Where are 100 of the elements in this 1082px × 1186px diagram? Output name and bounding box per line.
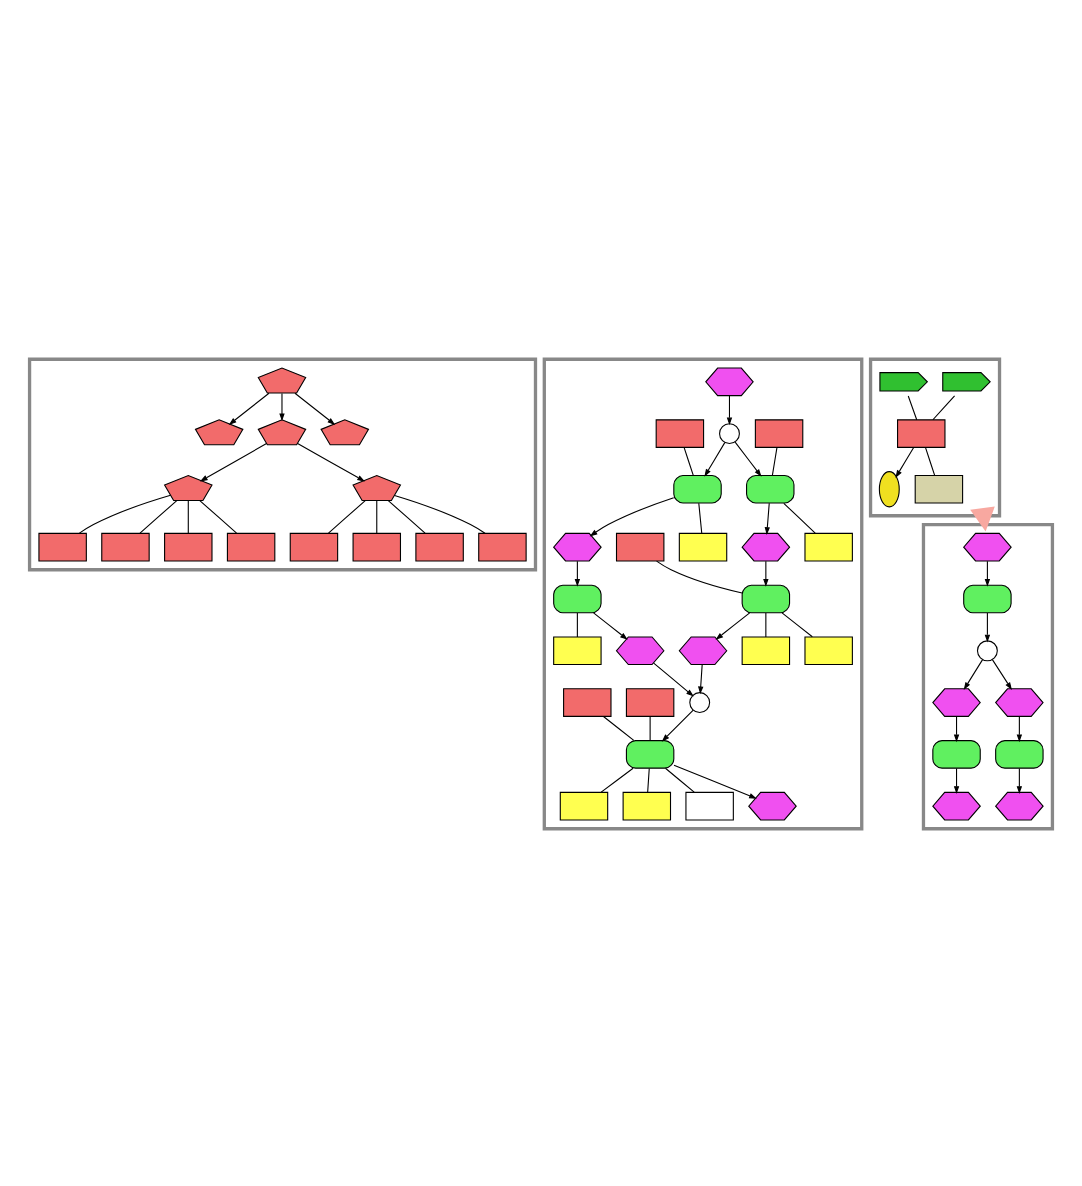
cluster (921, 521, 1055, 830)
node-circle (976, 639, 998, 661)
arrow (661, 708, 694, 741)
node-hexagon (994, 790, 1044, 820)
arrow (593, 611, 628, 639)
node-box (478, 531, 527, 561)
connector (907, 394, 918, 420)
node-box (226, 531, 276, 561)
node-box (559, 790, 609, 820)
arrow (963, 658, 984, 689)
cluster (542, 356, 864, 830)
node-box (754, 418, 804, 447)
node-box (741, 635, 791, 665)
node-box (622, 790, 672, 820)
arrow (589, 496, 675, 536)
connector (932, 394, 956, 420)
node-box (615, 531, 665, 561)
connector (78, 493, 172, 533)
node-box (553, 583, 602, 613)
node-box (678, 531, 728, 561)
node-box (164, 531, 213, 561)
arrow (970, 505, 995, 531)
node-box (101, 531, 150, 561)
connector (783, 501, 816, 533)
arrow (764, 501, 771, 534)
node-box (289, 531, 339, 561)
node-box (746, 473, 795, 503)
node-box (553, 635, 602, 665)
node-pentagon (257, 418, 307, 445)
arrow (279, 391, 285, 421)
connector (781, 611, 813, 637)
connector (576, 611, 578, 637)
node-box (914, 473, 964, 503)
node-hexagon (678, 635, 728, 665)
node-box (625, 687, 675, 716)
connector (600, 766, 634, 792)
node-hexagon (615, 635, 665, 665)
arrow (653, 661, 694, 696)
node-hexagon (994, 687, 1044, 716)
connector (376, 499, 378, 533)
node-box (625, 739, 675, 768)
arrow (673, 763, 757, 798)
arrow (704, 441, 726, 476)
node-box (897, 418, 946, 447)
node-hexagon (932, 687, 981, 716)
node-pentagon (257, 366, 307, 393)
cluster (27, 356, 538, 571)
connector (394, 493, 486, 533)
arrow (984, 559, 991, 586)
node-box (804, 531, 853, 561)
node-hexagon (705, 366, 754, 396)
node-chevron (942, 371, 991, 391)
connector (187, 499, 189, 533)
connector (387, 499, 426, 533)
connector (649, 715, 651, 741)
connector (771, 446, 778, 475)
connector (925, 446, 936, 475)
arrow (991, 658, 1012, 689)
arrow (698, 663, 704, 694)
connector (656, 559, 743, 593)
arrow (199, 442, 268, 481)
cluster (868, 356, 1002, 517)
node-box (685, 790, 734, 820)
arrow (953, 715, 960, 742)
arrow (1016, 766, 1023, 793)
connector (199, 499, 238, 533)
connector (683, 446, 694, 475)
node-box (415, 531, 464, 561)
connector (139, 499, 178, 533)
arrow (895, 446, 915, 477)
node-box (655, 418, 705, 447)
connector (647, 766, 650, 792)
arrow (294, 391, 336, 424)
arrow (574, 559, 581, 586)
node-box (673, 473, 722, 503)
connector (698, 501, 703, 533)
arrow (726, 394, 733, 425)
arrow (734, 440, 762, 476)
node-hexagon (962, 531, 1012, 561)
node-box (741, 583, 791, 613)
node-hexagon (552, 531, 602, 561)
node-box (932, 739, 981, 768)
node-box (38, 531, 87, 561)
arrow (984, 611, 991, 642)
node-chevron (879, 371, 929, 391)
arrow (953, 766, 960, 793)
arrow (715, 611, 751, 639)
node-circle (689, 691, 711, 713)
arrow (297, 442, 365, 481)
node-box (563, 687, 612, 716)
node-hexagon (741, 531, 791, 561)
connector (602, 714, 635, 740)
node-box (963, 583, 1012, 613)
arrow (1016, 715, 1023, 742)
node-circle (719, 422, 740, 444)
connector (327, 499, 366, 533)
arrow (228, 391, 270, 424)
node-box (804, 635, 853, 665)
connector (664, 766, 695, 792)
node-hexagon (932, 790, 981, 820)
